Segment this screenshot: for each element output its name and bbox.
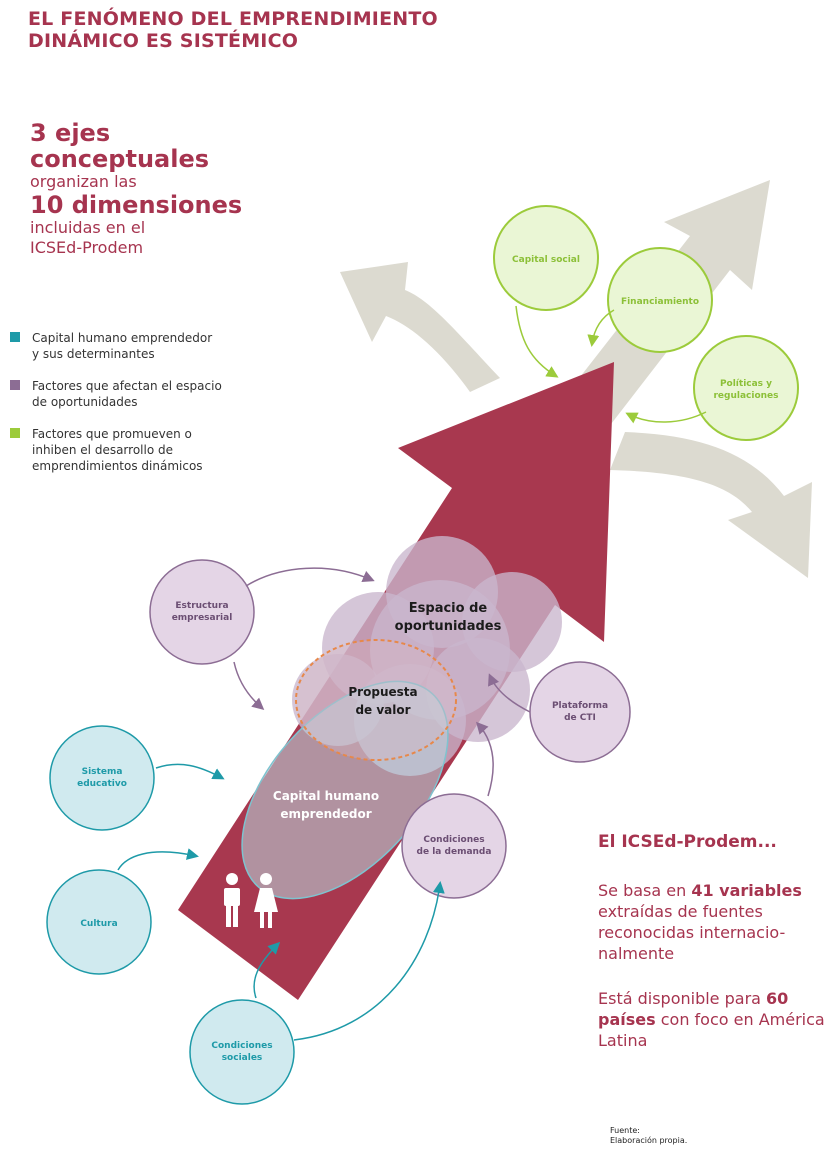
legend-3-line-1: Factores que promueven o [32,427,192,441]
plataforma-node [529,661,631,763]
legend-2-line-2: de oportunidades [32,395,138,409]
estructura-node [149,559,255,665]
info-panel: El ICSEd-Prodem... Se basa en 41 variabl… [598,832,833,1075]
politicas-node [693,335,799,441]
legend-1-line-1: Capital humano emprendedor [32,331,213,345]
grey-arrow-left-icon [340,262,500,392]
info-p2-b: 60 países [598,989,789,1029]
espacio-label-1: Espacio de [409,601,488,616]
grey-arrow-right-icon [610,432,812,578]
green-nodes: Capital social Financiamiento Políticas … [493,205,799,441]
legend-3-line-2: inhiben el desarrollo de [32,443,173,457]
sistema-label-2: educativo [77,779,127,789]
capital-social-label: Capital social [512,255,580,265]
green-connector-1 [515,305,559,378]
info-p2-a: Está disponible para [598,989,767,1008]
legend-item-capital-humano: Capital humano emprendedor y sus determi… [10,330,250,362]
purple-nodes: Estructura empresarial Plataforma de CTI… [149,559,631,899]
legend-2-line-1: Factores que afectan el espacio [32,379,222,393]
condiciones-sociales-node [189,999,295,1105]
capital-humano-ellipse [241,680,449,900]
financiamiento-label: Financiamiento [621,297,699,307]
title-line-1: EL FENÓMENO DEL EMPRENDIMIENTO [28,8,438,30]
source-line-1: Fuente: [610,1126,640,1135]
green-swatch-icon [10,428,20,438]
ejes-line-4: 10 dimensiones [30,191,243,219]
ejes-line-6: ICSEd-Prodem [30,238,144,257]
condiciones-demanda-label-2: de la demanda [417,847,492,857]
condiciones-demanda-node [401,793,507,899]
politicas-label-1: Políticas y [720,379,772,389]
capital-social-node [493,205,599,311]
condiciones-demanda-label-1: Condiciones [423,835,484,845]
page-title: EL FENÓMENO DEL EMPRENDIMIENTO DINÁMICO … [28,8,438,52]
sistema-node [49,725,155,831]
propuesta-label-2: de valor [355,703,410,717]
info-paragraph-1: Se basa en 41 variables extraídas de fue… [598,880,833,964]
purple-connector-2 [233,661,265,710]
green-connector-2 [587,309,615,347]
cultura-label: Cultura [80,919,117,929]
source-note: Fuente: Elaboración propia. [610,1126,687,1146]
plataforma-label-1: Plataforma [552,701,608,711]
estructura-label-1: Estructura [175,601,228,611]
purple-connector-3 [488,673,531,713]
estructura-label-2: empresarial [172,613,233,623]
info-p2-c: con foco en América Latina [598,1010,825,1050]
info-heading: El ICSEd-Prodem... [598,832,777,852]
legend-item-factores-espacio: Factores que afectan el espacio de oport… [10,378,250,410]
condiciones-sociales-label-1: Condiciones [211,1041,272,1051]
espacio-label-2: oportunidades [395,619,502,634]
ejes-line-2: conceptuales [30,145,210,173]
ejes-line-1: 3 ejes [30,119,111,147]
legend-1-line-2: y sus determinantes [32,347,155,361]
teal-swatch-icon [10,332,20,342]
teal-connector-4 [253,941,281,999]
legend: Capital humano emprendedor y sus determi… [10,330,250,490]
condiciones-sociales-label-2: sociales [222,1053,263,1063]
sistema-label-1: Sistema [82,767,123,777]
teal-connector-3 [293,881,445,1041]
info-paragraph-2: Está disponible para 60 países con foco … [598,988,833,1051]
info-p1-a: Se basa en [598,881,692,900]
source-line-2: Elaboración propia. [610,1136,688,1145]
green-connector-3 [625,411,707,424]
ejes-line-5: incluidas en el [30,218,146,237]
people-icon [224,873,278,928]
teal-connector-1 [155,763,225,780]
ejes-intro: 3 ejes conceptuales organizan las 10 dim… [30,120,242,258]
purple-connector-4 [475,721,494,797]
capital-humano-label-1: Capital humano [273,789,379,803]
info-p1-b: 41 variables [691,881,802,900]
legend-3-line-3: emprendimientos dinámicos [32,459,203,473]
legend-item-factores-promueven: Factores que promueven o inhiben el desa… [10,426,250,474]
teal-connector-2 [117,848,199,871]
title-line-2: DINÁMICO ES SISTÉMICO [28,30,299,52]
propuesta-label-1: Propuesta [348,685,417,699]
teal-nodes: Sistema educativo Cultura Condiciones so… [46,725,445,1105]
purple-connector-1 [245,567,375,587]
politicas-label-2: regulaciones [713,391,778,401]
cultura-node [46,869,152,975]
propuesta-valor-node [295,639,457,761]
purple-swatch-icon [10,380,20,390]
financiamiento-node [607,247,713,353]
plataforma-label-2: de CTI [564,713,596,723]
ejes-line-3: organizan las [30,172,137,191]
capital-humano-label-2: emprendedor [280,807,371,821]
info-p1-c: extraídas de fuentes reconocidas interna… [598,902,786,963]
